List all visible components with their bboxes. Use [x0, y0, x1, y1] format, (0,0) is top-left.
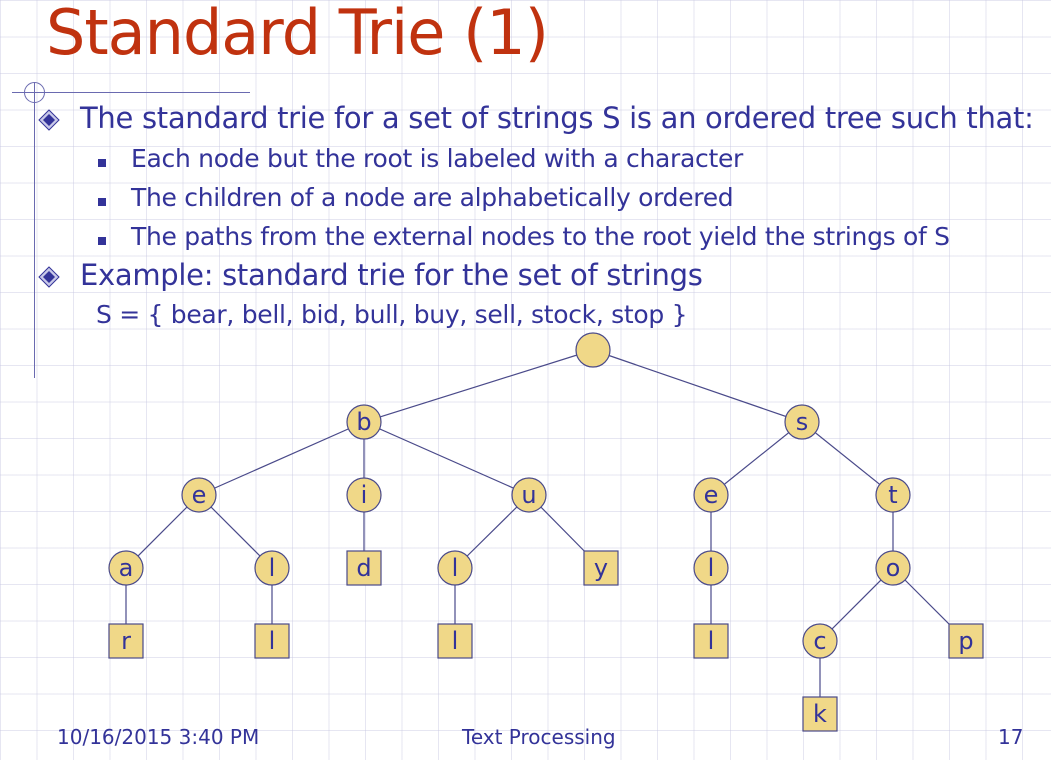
external-node-shape: [948, 623, 984, 659]
trie-node-root: [575, 332, 611, 368]
trie-node-bea: a: [108, 550, 144, 586]
square-bullet-icon: [98, 198, 106, 206]
internal-node-shape: [181, 477, 217, 513]
internal-node-shape: [875, 477, 911, 513]
trie-node-label: c: [813, 627, 826, 655]
trie-node-stoc: c: [802, 623, 838, 659]
trie-node-bi: i: [346, 477, 382, 513]
page-number: 17: [998, 725, 1024, 749]
diamond-bullet-icon: [38, 109, 60, 131]
trie-node-sell: l: [693, 623, 729, 659]
trie-edge-b-bu: [363, 421, 530, 496]
trie-node-label: k: [813, 700, 827, 728]
trie-node-label: e: [704, 481, 719, 509]
bullet-example: Example: standard trie for the set of st…: [80, 258, 703, 292]
trie-node-st: t: [875, 477, 911, 513]
trie-node-stock: k: [802, 696, 838, 732]
trie-node-b: b: [346, 404, 382, 440]
external-node-shape: [346, 550, 382, 586]
trie-node-be: e: [181, 477, 217, 513]
diamond-bullet-icon: [38, 266, 60, 288]
external-node-shape: [254, 623, 290, 659]
footer-title: Text Processing: [462, 725, 616, 749]
trie-node-label: l: [708, 554, 715, 582]
trie-node-sel: l: [693, 550, 729, 586]
trie-node-label: l: [269, 627, 276, 655]
internal-node-shape: [346, 404, 382, 440]
trie-node-label: o: [886, 554, 901, 582]
sub-item: The paths from the external nodes to the…: [131, 222, 950, 251]
external-node-shape: [437, 623, 473, 659]
external-node-shape: [802, 696, 838, 732]
trie-node-label: p: [958, 627, 973, 655]
trie-node-bu: u: [511, 477, 547, 513]
trie-node-bear: r: [108, 623, 144, 659]
footer-date: 10/16/2015 3:40 PM: [57, 725, 260, 749]
trie-node-bell: l: [254, 623, 290, 659]
trie-edge-s-st: [801, 421, 894, 496]
trie-edge-s-se: [710, 421, 803, 496]
trie-node-bel: l: [254, 550, 290, 586]
trie-node-label: b: [356, 408, 371, 436]
trie-node-sto: o: [875, 550, 911, 586]
trie-edge-root-b: [363, 349, 594, 423]
internal-node-shape: [108, 550, 144, 586]
internal-node-shape: [802, 623, 838, 659]
sub-item: The children of a node are alphabeticall…: [131, 183, 734, 212]
trie-edge-root-s: [592, 349, 803, 423]
internal-node-shape: [575, 332, 611, 368]
external-node-shape: [108, 623, 144, 659]
trie-node-label: y: [594, 554, 608, 582]
decorative-rule-vertical: [34, 82, 35, 378]
internal-node-shape: [693, 477, 729, 513]
internal-node-shape: [784, 404, 820, 440]
internal-node-shape: [875, 550, 911, 586]
string-set: S = { bear, bell, bid, bull, buy, sell, …: [96, 300, 688, 329]
trie-node-label: r: [121, 627, 131, 655]
trie-edge-b-be: [198, 421, 365, 496]
bullet-definition: The standard trie for a set of strings S…: [80, 101, 1034, 135]
trie-node-se: e: [693, 477, 729, 513]
trie-node-label: l: [269, 554, 276, 582]
internal-node-shape: [437, 550, 473, 586]
trie-node-label: s: [796, 408, 809, 436]
slide-title: Standard Trie (1): [46, 0, 549, 69]
sub-item: Each node but the root is labeled with a…: [131, 144, 744, 173]
trie-node-label: i: [361, 481, 368, 509]
trie-node-bid: d: [346, 550, 382, 586]
trie-node-buy: y: [583, 550, 619, 586]
trie-node-label: l: [452, 627, 459, 655]
trie-node-label: t: [888, 481, 897, 509]
internal-node-shape: [511, 477, 547, 513]
trie-node-bull: l: [437, 623, 473, 659]
square-bullet-icon: [98, 159, 106, 167]
trie-node-bul: l: [437, 550, 473, 586]
decorative-rule-horizontal: [12, 92, 250, 93]
trie-node-label: l: [708, 627, 715, 655]
internal-node-shape: [254, 550, 290, 586]
trie-node-label: u: [521, 481, 536, 509]
external-node-shape: [583, 550, 619, 586]
trie-node-stop: p: [948, 623, 984, 659]
internal-node-shape: [346, 477, 382, 513]
trie-node-label: l: [452, 554, 459, 582]
square-bullet-icon: [98, 237, 106, 245]
external-node-shape: [693, 623, 729, 659]
trie-node-label: a: [119, 554, 134, 582]
trie-node-s: s: [784, 404, 820, 440]
decorative-circle-icon: [24, 82, 45, 103]
trie-node-label: e: [192, 481, 207, 509]
trie-node-label: d: [356, 554, 371, 582]
internal-node-shape: [693, 550, 729, 586]
